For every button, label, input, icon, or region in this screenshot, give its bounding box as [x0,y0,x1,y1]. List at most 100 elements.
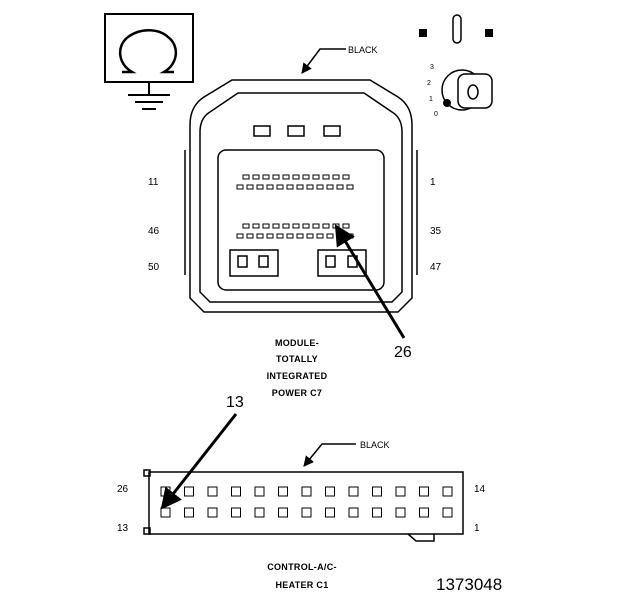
c1-color-leader [303,443,356,467]
c7-row-2-cavity [236,184,244,190]
c1-row-top-cavity [231,486,241,497]
c1-row-top-cavity [325,486,335,497]
c7-row-3-cavity [252,223,260,229]
c7-row-1-cavity [272,174,280,180]
c7-row-2-cavity [296,184,304,190]
c7-row-4-cavity [246,233,254,239]
c7-row-2-cavity [256,184,264,190]
c1-row-top-cavity [254,486,265,497]
c7-row-4-cavity [256,233,264,239]
c7-caption-line-4: POWER C7 [272,388,322,398]
c7-row-1-cavity [342,174,350,180]
c7-row-1-cavity [252,174,260,180]
c1-pin-label-13: 13 [117,523,129,534]
c7-row-2-cavity [246,184,254,190]
c1-row-bottom-cavity [395,507,406,518]
c1-row-top-cavity [372,486,382,497]
c1-row-top-cavity [184,486,194,497]
c7-row-4-cavity [236,233,244,239]
ignition-key-icon [419,14,493,111]
c7-row-4-cavity [266,233,274,239]
c7-row-2-cavity [336,184,344,190]
c1-row-top-cavity [442,486,453,497]
c1-row-bottom-cavity [372,507,382,518]
c1-row-bottom-cavity [207,507,218,518]
c7-row-3-cavity [342,223,350,229]
c1-row-bottom-cavity [184,507,194,518]
c7-row-1-cavity [242,174,250,180]
c7-row-1-cavity [292,174,300,180]
c7-row-2-cavity [306,184,314,190]
c7-callout-arrow [334,224,406,339]
c1-row-bottom-cavity [160,507,171,518]
c7-row-3-cavity [242,223,250,229]
c1-row-bottom-cavity [301,507,312,518]
c7-color-leader [301,48,346,74]
c7-pin-label-1: 1 [430,177,436,188]
key-position-3: 3 [430,64,434,71]
c7-pin-label-50: 50 [148,262,160,273]
connector-c1 [143,469,464,542]
c1-row-bottom-cavity [278,507,288,518]
c7-row-4-cavity [296,233,304,239]
c1-pin-cavities [160,486,453,518]
c1-row-top-cavity [278,486,288,497]
c7-row-3-cavity [282,223,290,229]
c7-row-3-cavity [262,223,270,229]
c7-row-4-cavity [326,233,334,239]
c1-row-bottom-cavity [419,507,429,518]
c7-row-3-cavity [322,223,330,229]
c7-row-1-cavity [282,174,290,180]
c7-row-1-cavity [322,174,330,180]
c7-row-4-cavity [316,233,324,239]
c7-row-4-cavity [286,233,294,239]
c7-pin-label-47: 47 [430,262,442,273]
key-position-1: 1 [429,96,433,103]
c1-row-top-cavity [395,486,406,497]
c7-row-2-cavity [316,184,324,190]
c7-pin-label-11: 11 [148,177,159,188]
c1-row-bottom-cavity [348,507,359,518]
c1-caption-line-2: HEATER C1 [275,580,328,590]
c1-row-bottom-cavity [254,507,265,518]
c7-row-1-cavity [312,174,320,180]
c1-caption-line-1: CONTROL-A/C- [267,562,337,572]
connector-c7 [184,79,418,313]
c7-color-label: BLACK [348,45,378,55]
c1-row-bottom-cavity [442,507,453,518]
c7-row-4-cavity [276,233,284,239]
c7-caption-line-1: MODULE- [275,338,319,348]
c7-row-1-cavity [262,174,270,180]
figure-number: 1373048 [436,575,502,594]
c7-caption-line-2: TOTALLY [276,354,318,364]
c1-color-label: BLACK [360,440,390,450]
c7-row-4-cavity [306,233,314,239]
c1-pin-label-1: 1 [474,523,480,534]
c7-row-2-cavity [276,184,284,190]
c1-callout-number: 13 [226,394,244,411]
ground-symbol-icon [104,13,194,110]
c7-caption: MODULE- TOTALLY INTEGRATED POWER C7 [267,338,328,398]
c7-caption-line-3: INTEGRATED [267,371,328,381]
c7-row-1-cavity [332,174,340,180]
c1-row-top-cavity [207,486,218,497]
c7-row-3-cavity [312,223,320,229]
c7-pin-cavities [236,174,354,239]
key-position-2: 2 [427,80,431,87]
c7-row-3-cavity [272,223,280,229]
c7-row-3-cavity [302,223,310,229]
c1-caption: CONTROL-A/C- HEATER C1 [267,562,337,590]
c7-callout-number: 26 [394,344,412,361]
key-position-0: 0 [434,111,438,118]
c1-row-top-cavity [301,486,312,497]
c7-row-2-cavity [286,184,294,190]
c1-row-top-cavity [419,486,429,497]
c1-row-top-cavity [348,486,359,497]
c1-callout-arrow [160,413,238,510]
c7-row-1-cavity [302,174,310,180]
c1-row-top-cavity [160,486,171,497]
c7-row-2-cavity [346,184,354,190]
c1-pin-label-14: 14 [474,484,486,495]
key-position-labels: 3 2 1 0 [427,64,438,118]
